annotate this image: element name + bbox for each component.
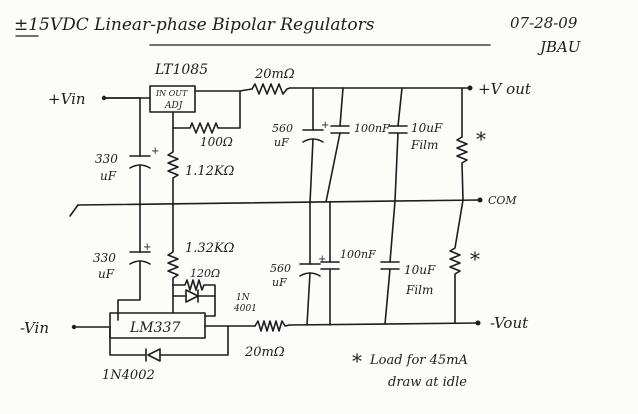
c100n-top-label: 100nF [354,122,390,135]
vin-positive-label: +Vin [48,90,86,108]
com-rail [77,197,483,206]
capacitor-330uf-bottom: + [117,204,151,321]
adj-resistor-100 [172,90,241,134]
vout-positive-label: +V out [478,80,532,98]
c330-bottom-unit: uF [98,267,115,281]
load-resistor-top [456,87,468,201]
c10u-bottom-unit: Film [405,283,433,297]
c560-top-value: 560 [272,122,293,135]
vout-negative-label: -Vout [490,314,529,332]
load-resistor-bottom [449,199,464,324]
title: ±15VDC Linear-phase Bipolar Regulators [14,15,375,35]
resistor-1-32k-label: 1.32KΩ [185,241,235,256]
resistor-1-32k [167,204,179,286]
capacitor-100nf-bottom [320,201,340,326]
diode-1n4001-label: 1N [236,293,251,303]
top-series-resistor [251,83,291,95]
resistor-120 [172,279,216,317]
lt1085-label: LT1085 [154,62,208,78]
note-line-1: Load for 45mA [369,353,468,368]
note-star: * [352,349,362,373]
c330-top-value: 330 [95,152,118,166]
capacitor-10uf-film-top [388,87,408,202]
capacitor-330uf-top: + [103,97,159,206]
date: 07-28-09 [510,14,578,32]
vin-negative-label: -Vin [20,319,49,337]
c560-bottom-value: 560 [270,262,291,275]
svg-text:+: + [318,254,326,265]
capacitor-560uf-bottom: + [299,202,326,326]
load-star-top: * [476,127,486,151]
c560-top-unit: uF [274,136,289,149]
lt1085-adj-label: ADJ [164,101,184,111]
load-star-bottom: * [470,247,480,271]
note-line-2: draw at idle [388,375,467,390]
c330-top-unit: uF [100,169,117,183]
top-series-resistor-label: 20mΩ [254,67,295,82]
lt1085-regulator: IN OUT ADJ [149,85,196,113]
resistor-1-12k-label: 1.12KΩ [185,164,235,179]
adj-resistor-100-label: 100Ω [200,135,233,149]
bottom-series-resistor-label: 20mΩ [244,345,285,360]
lm337-regulator [109,312,206,339]
diode-1n4001-label-2: 4001 [233,304,257,314]
diode-1n4002 [109,325,229,362]
c560-bottom-unit: uF [272,276,287,289]
positive-output-rail [194,85,473,92]
com-label: COM [488,194,517,207]
diode-1n4001 [172,284,216,314]
diode-1n4002-label: 1N4002 [102,368,155,383]
c100n-bottom-label: 100nF [340,248,376,261]
c10u-top-value: 10uF [411,121,443,135]
resistor-120-label: 120Ω [190,267,220,280]
negative-rail [71,320,481,330]
lt1085-pin-labels: IN OUT [155,89,188,98]
resistor-1-12k [167,127,179,206]
capacitor-100nf-top [325,87,350,203]
capacitor-10uf-film-bottom [380,200,400,325]
capacitor-560uf-top: + [302,87,329,204]
c330-bottom-value: 330 [93,251,116,265]
author: JBAU [537,38,582,56]
svg-text:+: + [321,120,329,131]
ground-symbol [69,204,79,217]
svg-text:+: + [151,146,159,157]
c10u-top-unit: Film [410,138,438,152]
svg-text:+: + [143,242,151,253]
bottom-series-resistor [254,320,291,332]
lm337-label: LM337 [129,320,180,336]
c10u-bottom-value: 10uF [404,263,436,277]
